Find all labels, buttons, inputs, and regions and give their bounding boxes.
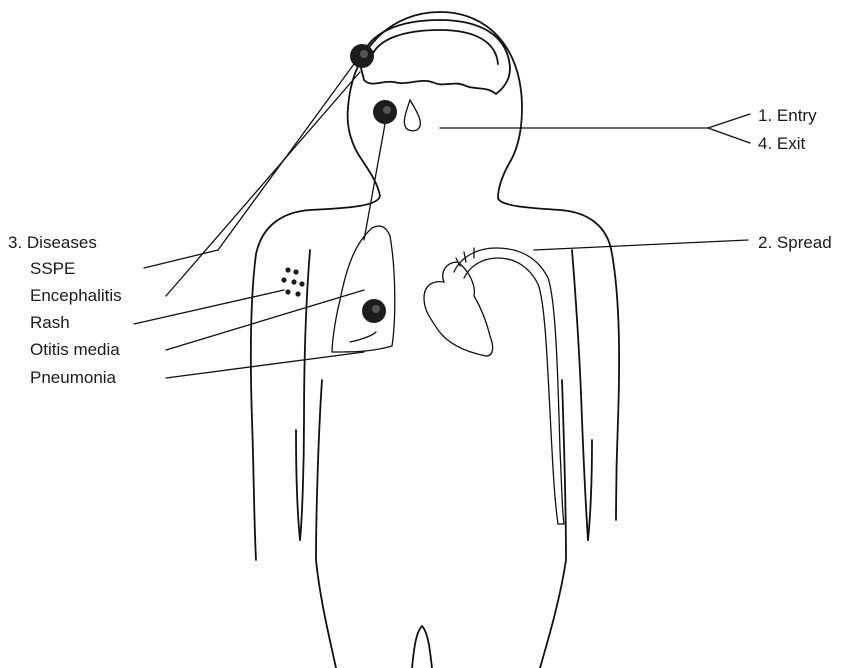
aorta-vessel (454, 248, 564, 524)
label-disease-sspe: SSPE (30, 259, 75, 278)
label-diseases-heading: 3. Diseases (8, 233, 97, 252)
rash-dot (299, 281, 304, 286)
brain-inner (370, 30, 498, 64)
aorta-inner (464, 258, 558, 524)
body-outline-left (251, 12, 440, 668)
label-entry: 1. Entry (758, 106, 817, 125)
rash-leader (134, 290, 284, 324)
aorta-branches (456, 248, 474, 266)
legs-gap (412, 626, 432, 668)
exit-branch (708, 128, 750, 143)
rash-dot (293, 269, 298, 274)
lung-inner (350, 332, 376, 342)
ear-lung-connector (364, 124, 385, 240)
arm-inner-right (588, 440, 592, 540)
aorta-outer (454, 248, 564, 524)
rash-dot (295, 291, 300, 296)
rash-dot (281, 277, 286, 282)
diseases-leader (144, 250, 218, 268)
rash-dot (285, 289, 290, 294)
label-disease-pneumonia: Pneumonia (30, 368, 117, 387)
brain (360, 20, 510, 94)
encephalitis-leader (166, 72, 360, 296)
brain-lesion-core (360, 50, 368, 58)
label-disease-rash: Rash (30, 313, 70, 332)
pneumonia-leader (166, 352, 364, 378)
lesions (350, 44, 397, 323)
leader-lines (134, 64, 750, 378)
brain-outline (360, 20, 510, 94)
heart-outline (424, 262, 493, 356)
lung-lesion-core (372, 305, 380, 313)
rash-dot (291, 279, 296, 284)
label-disease-encephalitis: Encephalitis (30, 286, 122, 305)
rash-dot (285, 267, 290, 272)
entry-branch (708, 114, 750, 128)
ear-lesion-core (383, 106, 391, 114)
arm-inner-left (296, 430, 300, 540)
lung-outline (332, 226, 395, 352)
rash-dots (281, 267, 304, 296)
spread-leader (534, 240, 748, 250)
labels: 1. Entry 4. Exit 2. Spread 3. Diseases S… (8, 106, 832, 387)
lungs (332, 226, 395, 352)
label-exit: 4. Exit (758, 134, 806, 153)
body-outline-right (440, 12, 619, 668)
label-spread: 2. Spread (758, 233, 832, 252)
nose-outline (404, 100, 420, 131)
body-outline (251, 12, 619, 668)
otitis-leader (166, 290, 364, 350)
label-disease-otitis-media: Otitis media (30, 340, 120, 359)
